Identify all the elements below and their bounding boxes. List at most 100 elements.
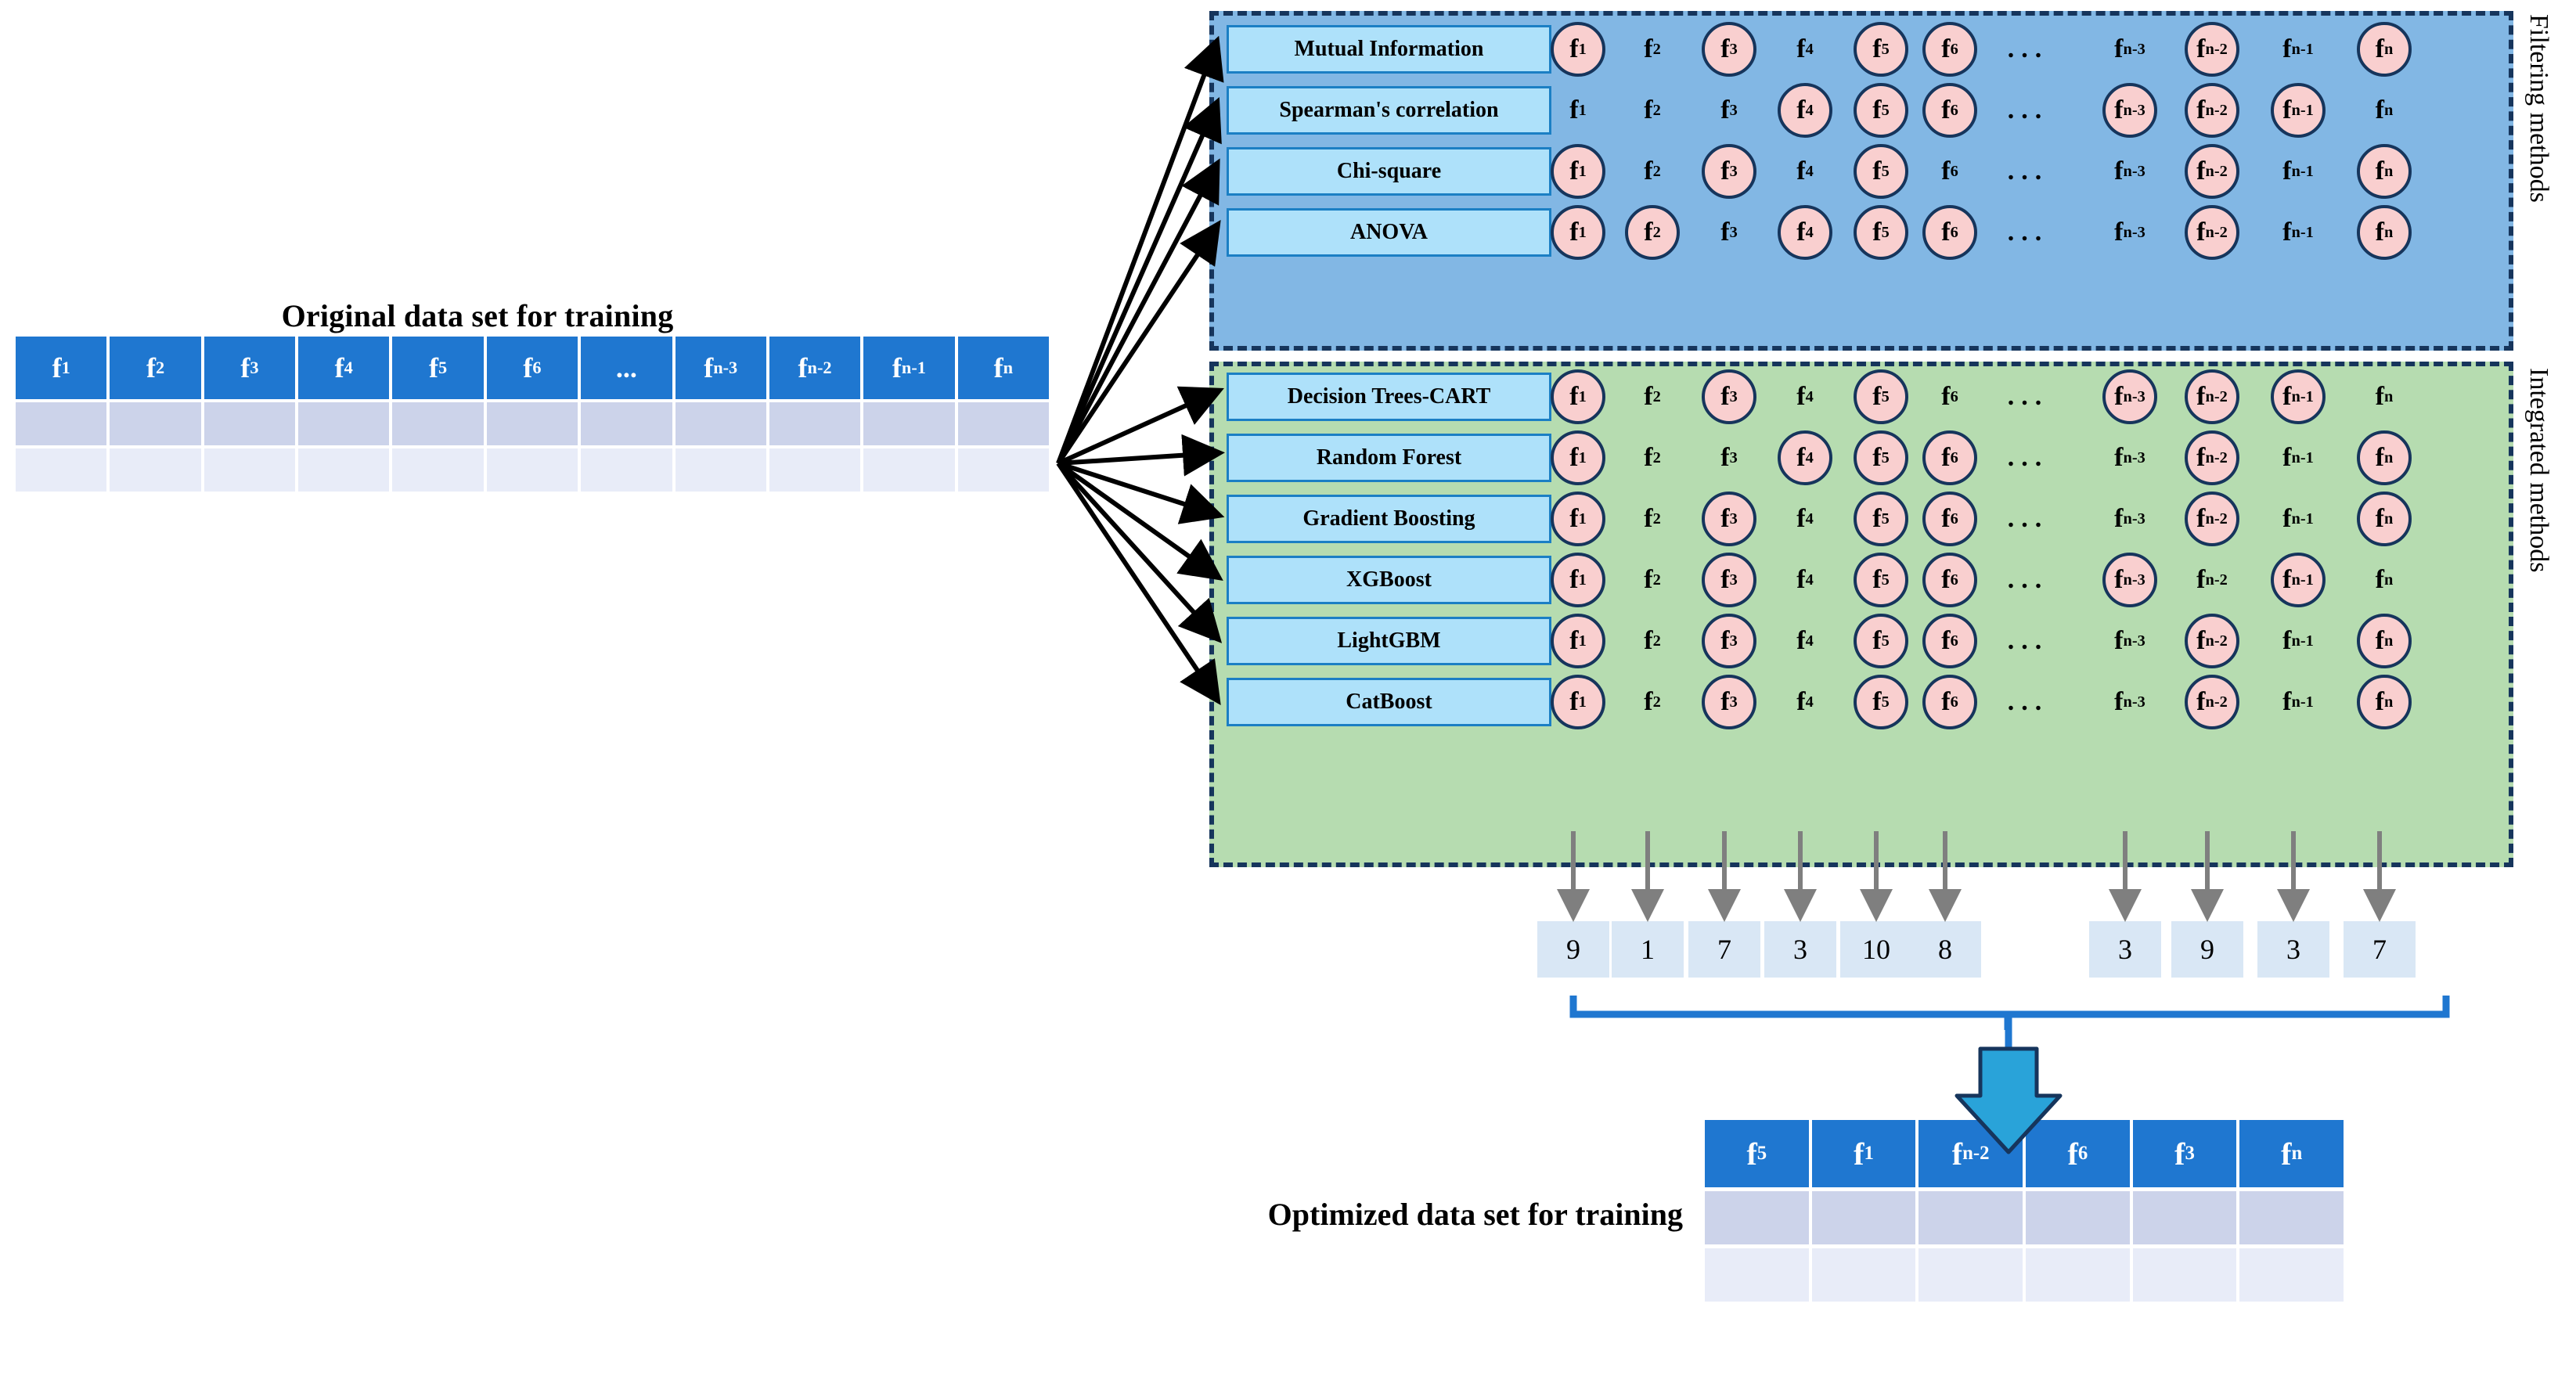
method-label-mutual-information[interactable]: Mutual Information	[1227, 25, 1551, 74]
method-label-random-forest[interactable]: Random Forest	[1227, 434, 1551, 482]
method-label-gradient-boosting[interactable]: Gradient Boosting	[1227, 495, 1551, 543]
method-label-xgboost[interactable]: XGBoost	[1227, 556, 1551, 604]
method-label-anova[interactable]: ANOVA	[1227, 208, 1551, 257]
method-label-lightgbm[interactable]: LightGBM	[1227, 617, 1551, 665]
method-label-decision-trees-cart[interactable]: Decision Trees-CART	[1227, 373, 1551, 421]
method-label-chi-square[interactable]: Chi-square	[1227, 147, 1551, 196]
method-label-spearman-s-correlation[interactable]: Spearman's correlation	[1227, 86, 1551, 135]
method-label-catboost[interactable]: CatBoost	[1227, 678, 1551, 726]
